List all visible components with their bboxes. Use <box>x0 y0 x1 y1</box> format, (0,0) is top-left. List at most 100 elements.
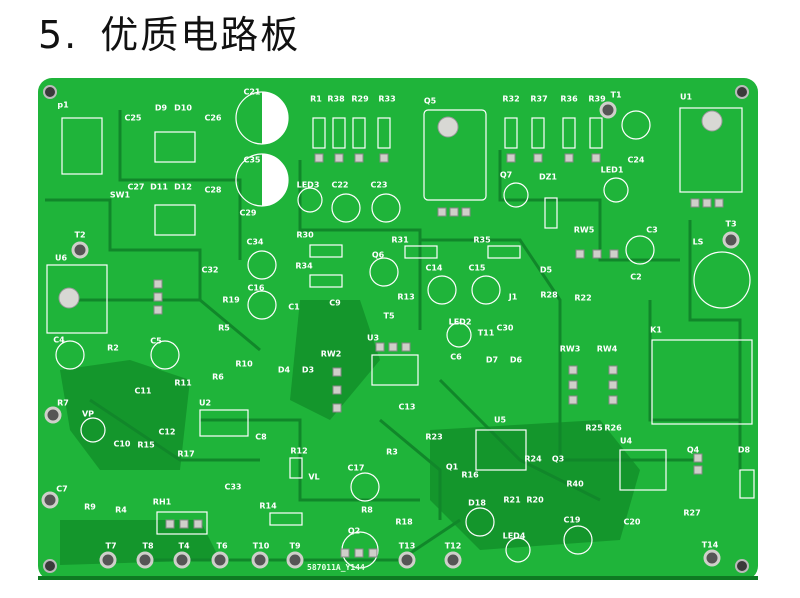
test-point-pad <box>722 231 740 249</box>
silkscreen-label: T8 <box>142 541 154 551</box>
title-number: 5. <box>38 13 79 57</box>
test-point-pad <box>211 551 229 569</box>
solder-pad <box>449 207 459 217</box>
silkscreen-label: C3 <box>646 225 658 235</box>
test-point-pad <box>41 491 59 509</box>
silkscreen-label: C26 <box>204 113 222 123</box>
silkscreen-label: R24 <box>524 454 542 464</box>
silkscreen-label: R13 <box>397 292 415 302</box>
silkscreen-label: T14 <box>701 540 719 550</box>
silkscreen-label: R33 <box>378 94 396 104</box>
silkscreen-label: R18 <box>395 517 413 527</box>
solder-pad <box>575 249 585 259</box>
silkscreen-label: RW4 <box>596 344 618 354</box>
silkscreen-label: R22 <box>574 293 592 303</box>
page-title: 5.优质电路板 <box>38 4 300 59</box>
silkscreen-label: DZ1 <box>538 172 558 182</box>
silkscreen-label: C20 <box>623 517 641 527</box>
silkscreen-label: C7 <box>56 484 68 494</box>
silkscreen-label: R40 <box>566 479 584 489</box>
solder-pad <box>332 367 342 377</box>
solder-pad <box>591 153 601 163</box>
silkscreen-label: K1 <box>650 325 662 335</box>
solder-pad <box>332 403 342 413</box>
silkscreen-label: D5 <box>539 265 553 275</box>
silkscreen-label: C35 <box>243 155 261 165</box>
silkscreen-label: C1 <box>288 302 300 312</box>
solder-pad <box>375 342 385 352</box>
silkscreen-label: D6 <box>509 355 523 365</box>
silkscreen-label: C28 <box>204 185 222 195</box>
silkscreen-label: R17 <box>177 449 195 459</box>
silkscreen-label: R25 <box>585 423 603 433</box>
silkscreen-label: D7 <box>485 355 499 365</box>
solder-pad <box>564 153 574 163</box>
solder-pad <box>714 198 724 208</box>
silkscreen-label: C22 <box>331 180 349 190</box>
solder-pad <box>506 153 516 163</box>
silkscreen-label: R28 <box>540 290 558 300</box>
solder-pad <box>379 153 389 163</box>
silkscreen-label: T10 <box>252 541 270 551</box>
silkscreen-label: R30 <box>296 230 314 240</box>
silkscreen-label: R10 <box>235 359 253 369</box>
silkscreen-label: C23 <box>370 180 388 190</box>
silkscreen-label: R32 <box>502 94 520 104</box>
silkscreen-label: C32 <box>201 265 219 275</box>
test-point-pad <box>251 551 269 569</box>
silkscreen-label: C6 <box>450 352 462 362</box>
silkscreen-label: T3 <box>725 219 737 229</box>
silkscreen-label: U1 <box>679 92 693 102</box>
solder-pad <box>608 395 618 405</box>
capacitor-hatching <box>262 92 288 206</box>
silkscreen-label: R21 <box>503 495 521 505</box>
test-point-pad <box>173 551 191 569</box>
silkscreen-label: VP <box>81 409 95 419</box>
mounting-holes <box>43 85 749 573</box>
silkscreen-label: C29 <box>239 208 257 218</box>
solder-pad <box>153 292 163 302</box>
silkscreen-label: LED3 <box>296 180 320 190</box>
solder-pad <box>461 207 471 217</box>
solder-pad <box>314 153 324 163</box>
test-point-pad <box>71 241 89 259</box>
silkscreen-label: RW5 <box>573 225 595 235</box>
silkscreen-label: R39 <box>588 94 606 104</box>
silkscreen-label: C15 <box>468 263 486 273</box>
solder-pad <box>193 519 203 529</box>
silkscreen-label: T7 <box>105 541 117 551</box>
silkscreen-label: T2 <box>74 230 86 240</box>
silkscreen-label: R4 <box>115 505 127 515</box>
board-code: 587011A_Y144 <box>307 563 365 572</box>
silkscreen-label: C21 <box>243 87 261 97</box>
silkscreen-label: R36 <box>560 94 578 104</box>
silkscreen-label: Q1 <box>445 462 459 472</box>
silkscreen-label: U2 <box>198 398 212 408</box>
solder-pad <box>401 342 411 352</box>
silkscreen-label: D10 <box>174 103 192 113</box>
silkscreen-label: C9 <box>329 298 341 308</box>
silkscreen-label: T9 <box>289 541 301 551</box>
test-point-pad <box>44 406 62 424</box>
silkscreen-label: R31 <box>391 235 409 245</box>
silkscreen-label: D12 <box>174 182 192 192</box>
solder-pad <box>153 305 163 315</box>
silkscreen-label: C10 <box>113 439 131 449</box>
silkscreen-label: C19 <box>563 515 581 525</box>
silkscreen-label: U5 <box>493 415 507 425</box>
silkscreen-label: R26 <box>604 423 622 433</box>
solder-pad <box>340 548 350 558</box>
silkscreen-label: C5 <box>150 336 162 346</box>
silkscreen-label: C33 <box>224 482 242 492</box>
silkscreen-label: R35 <box>473 235 491 245</box>
silkscreen-label: T5 <box>383 311 395 321</box>
silkscreen-label: T11 <box>477 328 495 338</box>
silkscreen-label: R8 <box>361 505 373 515</box>
silkscreen-label: C17 <box>347 463 365 473</box>
silkscreen-label: RW3 <box>559 344 581 354</box>
silkscreen-label: RH1 <box>152 497 172 507</box>
solder-pad <box>693 453 703 463</box>
silkscreen-label: R2 <box>107 343 119 353</box>
silkscreen-label: LED2 <box>448 317 472 327</box>
